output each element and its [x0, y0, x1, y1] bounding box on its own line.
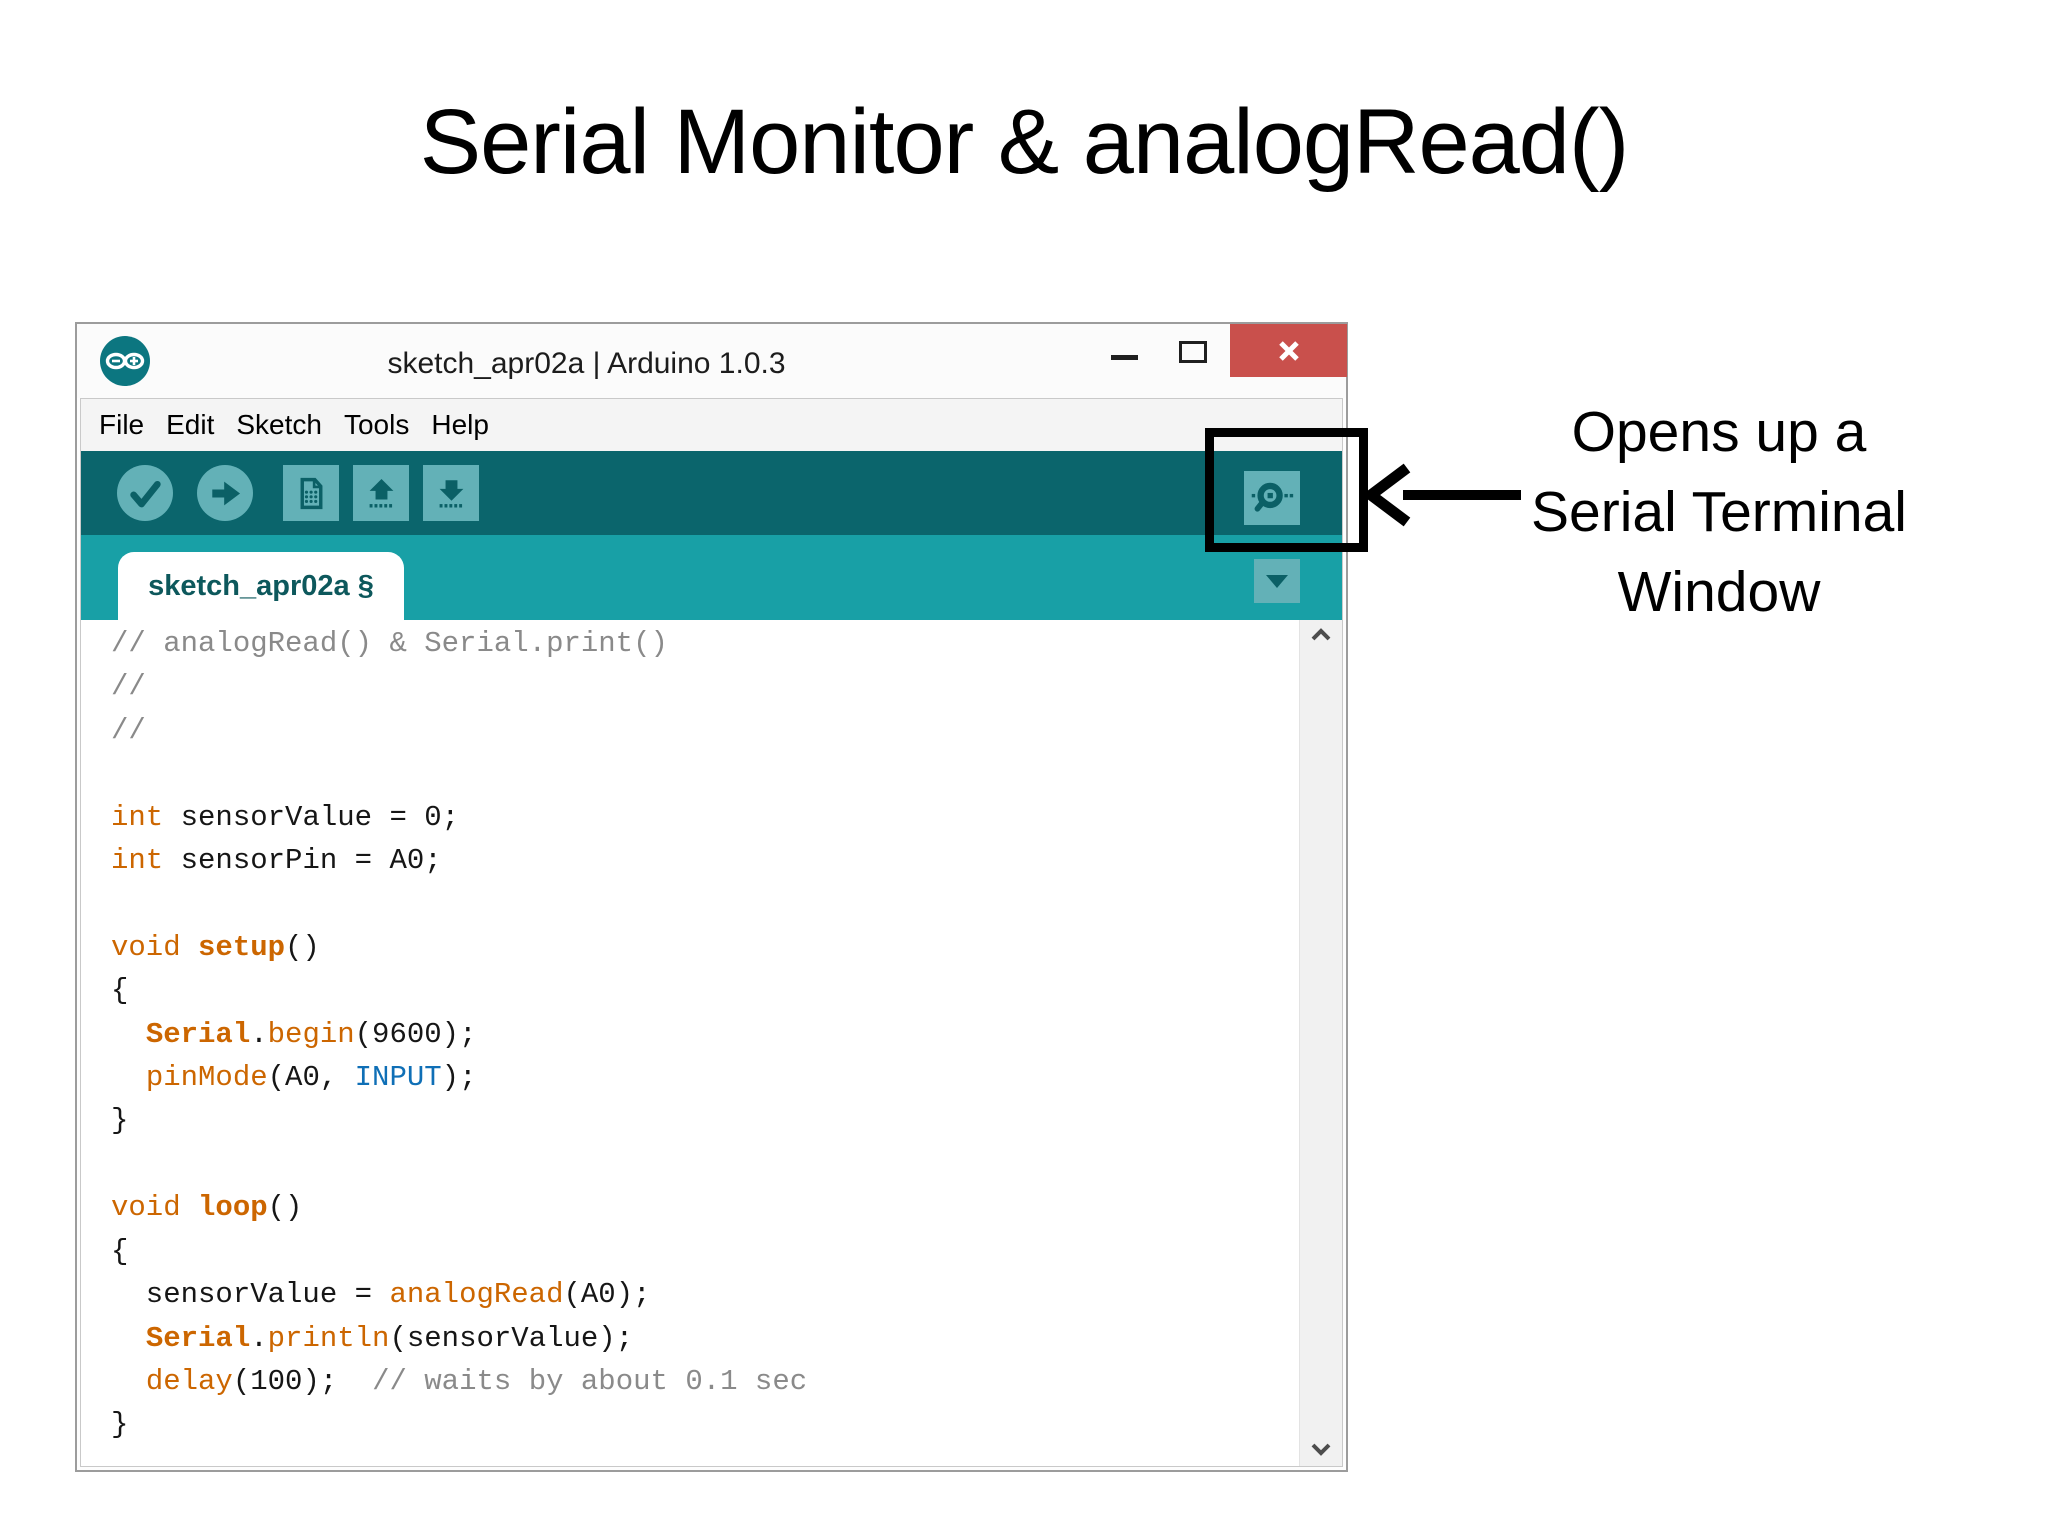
window-controls: [1092, 324, 1347, 377]
code-line: Serial.println(sensorValue);: [145, 1321, 634, 1355]
arduino-ide-window: sketch_apr02a | Arduino 1.0.3 File Edit Sk…: [75, 322, 1348, 1472]
code-line: delay(100); // waits by about 0.1 sec: [145, 1364, 808, 1398]
code-line: void setup(): [111, 930, 320, 964]
code-lines: // analogRead() & Serial.print() // // int…: [81, 622, 1299, 1466]
upload-button[interactable]: [197, 465, 253, 521]
minimize-button[interactable]: [1092, 324, 1156, 377]
annotation-arrow: [1363, 463, 1521, 527]
code-line: void loop(): [111, 1191, 303, 1225]
code-editor[interactable]: // analogRead() & Serial.print() // // int…: [81, 620, 1342, 1466]
annotation-line: Serial Terminal: [1531, 480, 1907, 544]
code-line: // analogRead() & Serial.print(): [111, 627, 668, 660]
arrow-right-icon: [211, 481, 240, 505]
chevron-down-icon: [1266, 574, 1288, 588]
window-frame: File Edit Sketch Tools Help sketch_apr02a §: [80, 398, 1343, 1467]
code-line: pinMode(A0, INPUT);: [145, 1061, 477, 1095]
code-line: {: [111, 974, 129, 1008]
document-icon: [300, 477, 322, 509]
arrow-down-icon: [439, 479, 463, 508]
tab-list-button[interactable]: [1254, 559, 1300, 603]
close-button[interactable]: [1230, 324, 1347, 377]
code-line: }: [111, 1104, 129, 1138]
close-icon: [1278, 340, 1299, 361]
new-sketch-button[interactable]: [283, 465, 339, 521]
annotation-line: Window: [1617, 560, 1821, 624]
menu-item-sketch[interactable]: Sketch: [236, 409, 322, 440]
menu-bar: File Edit Sketch Tools Help: [81, 399, 1342, 451]
code-line: Serial.begin(9600);: [145, 1017, 477, 1051]
maximize-button[interactable]: [1156, 324, 1230, 377]
toolbar: [81, 451, 1342, 535]
open-sketch-button[interactable]: [353, 465, 409, 521]
window-title: sketch_apr02a | Arduino 1.0.3: [387, 347, 786, 380]
menu-item-edit[interactable]: Edit: [166, 409, 215, 440]
code-line: [111, 1143, 1299, 1186]
code-line: [111, 882, 1299, 925]
save-sketch-button[interactable]: [423, 465, 479, 521]
annotation-text: Opens up a Serial Terminal Window: [1390, 392, 2048, 632]
code-line: }: [111, 1408, 129, 1442]
arrow-up-icon: [369, 478, 393, 508]
menu-item-help[interactable]: Help: [431, 409, 489, 440]
code-line: {: [111, 1234, 129, 1268]
tab-sketch[interactable]: sketch_apr02a §: [118, 552, 404, 620]
scroll-down-icon[interactable]: [1310, 1443, 1332, 1456]
serial-monitor-button[interactable]: [1244, 471, 1300, 525]
arduino-logo-icon: [100, 336, 150, 386]
verify-button[interactable]: [117, 465, 173, 521]
vertical-scrollbar[interactable]: [1299, 620, 1342, 1466]
code-line: [111, 752, 1299, 795]
code-line: //: [111, 713, 146, 747]
code-line: int sensorValue = 0;: [111, 800, 460, 834]
check-icon: [129, 480, 161, 507]
minimize-icon: [1110, 355, 1138, 360]
magnifier-icon: [1251, 482, 1294, 512]
menu-item-tools[interactable]: Tools: [343, 409, 410, 440]
annotation-line: Opens up a: [1571, 400, 1867, 464]
slide-title: Serial Monitor & analogRead(): [419, 91, 1630, 193]
tab-strip: sketch_apr02a §: [81, 535, 1342, 620]
code-line: //: [111, 670, 146, 704]
code-line: int sensorPin = A0;: [111, 844, 442, 878]
highlight-box: [1205, 428, 1368, 552]
code-line: sensorValue = analogRead(A0);: [111, 1278, 651, 1312]
title-bar: sketch_apr02a | Arduino 1.0.3: [77, 324, 1347, 398]
menu-item-file[interactable]: File: [99, 409, 145, 440]
scroll-up-icon[interactable]: [1310, 628, 1332, 641]
maximize-icon: [1179, 340, 1207, 363]
